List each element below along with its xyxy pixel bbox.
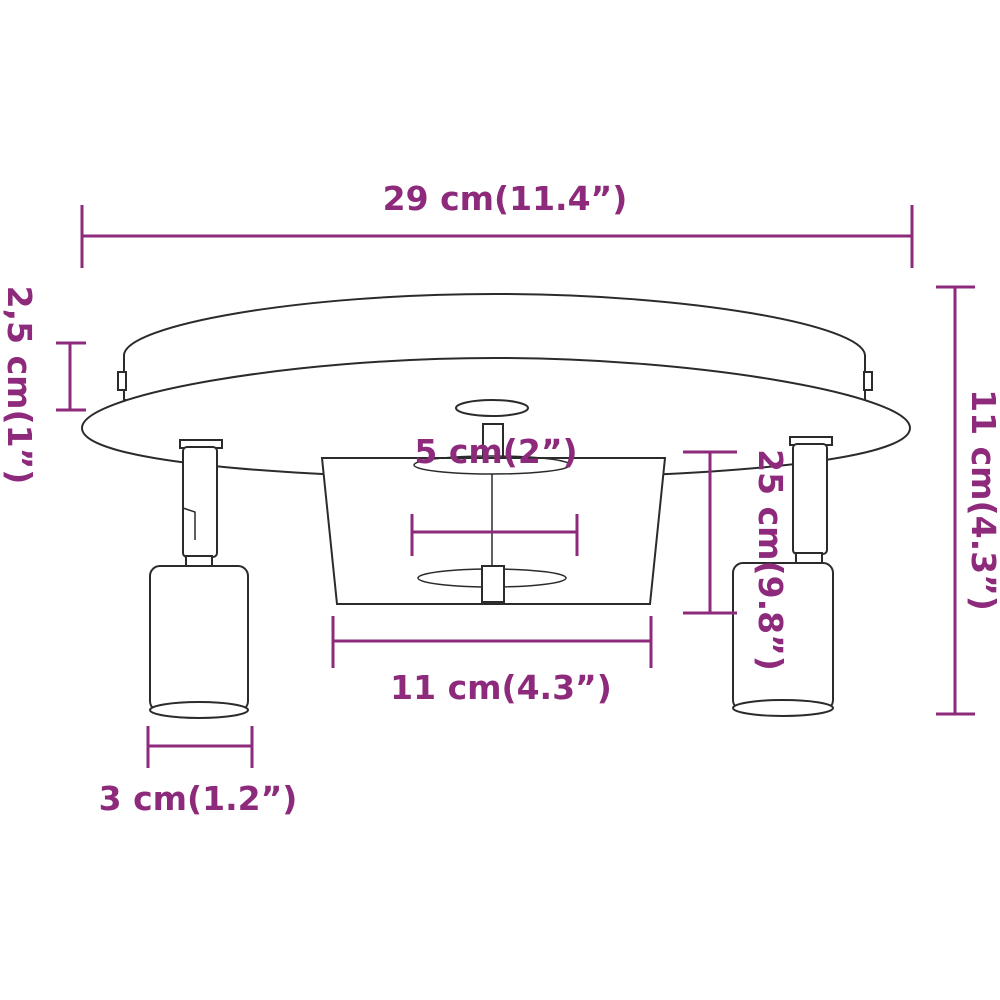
right-spot-neck (795, 552, 823, 564)
label-spot-diameter: 3 cm(1.2”) (99, 779, 298, 818)
label-inner-diameter: 5 cm(2”) (414, 432, 577, 471)
right-screw (863, 371, 873, 391)
label-base-thickness: 2,5 cm(1”) (0, 286, 39, 485)
center-bulb-holder (481, 565, 505, 603)
dimension-labels: 29 cm(11.4”) 11 cm(4.3”) 2,5 cm(1”) 5 cm… (0, 179, 1000, 818)
label-width-total: 29 cm(11.4”) (383, 179, 628, 218)
left-spot-joint (182, 507, 196, 540)
right-spotlight (732, 436, 834, 717)
base-plate (80, 356, 912, 480)
left-spot-lens (149, 701, 249, 719)
label-shade-height: 25 cm(9.8”) (751, 449, 790, 671)
plate-hole (455, 399, 529, 417)
lamp-drawing (80, 292, 912, 719)
left-spot-neck (185, 555, 213, 567)
label-height-total: 11 cm(4.3”) (964, 389, 1000, 611)
left-spot-body (149, 565, 249, 712)
dimension-lines (56, 205, 975, 768)
right-spot-lens (732, 699, 834, 717)
label-shade-width: 11 cm(4.3”) (390, 668, 612, 707)
left-spotlight (149, 439, 249, 719)
left-screw (117, 371, 127, 391)
left-spot-arm (182, 446, 218, 558)
right-spot-arm (792, 443, 828, 555)
